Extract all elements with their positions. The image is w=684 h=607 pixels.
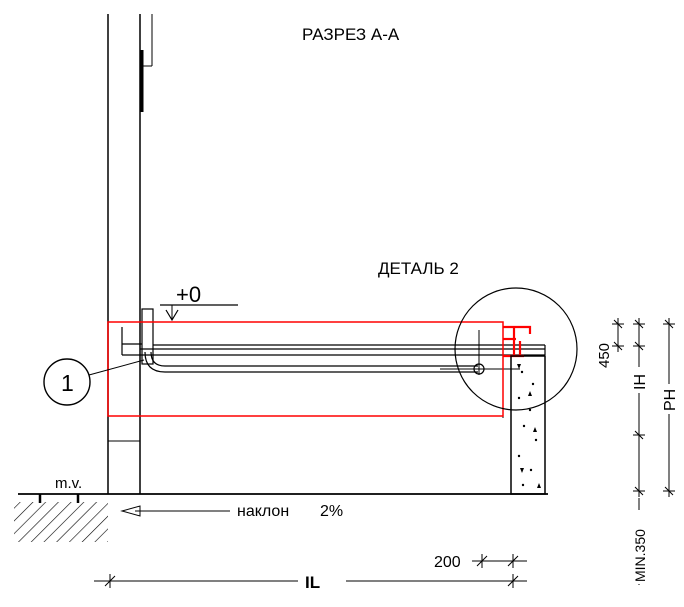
floor-line [18, 493, 548, 503]
earth-hatch [14, 502, 108, 542]
svg-text:PH: PH [662, 389, 679, 411]
svg-text:IH: IH [632, 374, 649, 390]
dimension-lines-bottom [94, 554, 527, 588]
detail-circle [454, 287, 578, 411]
slope-label: наклон [237, 503, 289, 520]
dim-ph: PH [661, 384, 679, 414]
level-mark: +0 [176, 282, 201, 307]
callout-1 [43, 358, 145, 406]
wall [107, 14, 153, 494]
svg-text:MIN.350: MIN.350 [632, 529, 648, 582]
red-cap-element [503, 325, 532, 358]
concrete-curb [510, 355, 546, 495]
dimension-lines-right [612, 318, 675, 585]
callout-number: 1 [61, 370, 74, 396]
detail-label: ДЕТАЛЬ 2 [378, 259, 459, 278]
highlight-zone [107, 321, 504, 417]
section-title: РАЗРЕЗ А-А [302, 25, 400, 44]
level-symbol [160, 304, 238, 322]
slope-value: 2% [320, 503, 343, 520]
dim-450: 450 [596, 343, 613, 368]
dim-ih: IH [631, 367, 649, 393]
slope-arrow [120, 505, 230, 517]
dim-il: IL [305, 573, 320, 592]
dim-200: 200 [434, 554, 461, 571]
trough-profile [121, 327, 546, 418]
ground-label: m.v. [55, 475, 82, 492]
dim-min350: MIN.350 [630, 510, 648, 584]
